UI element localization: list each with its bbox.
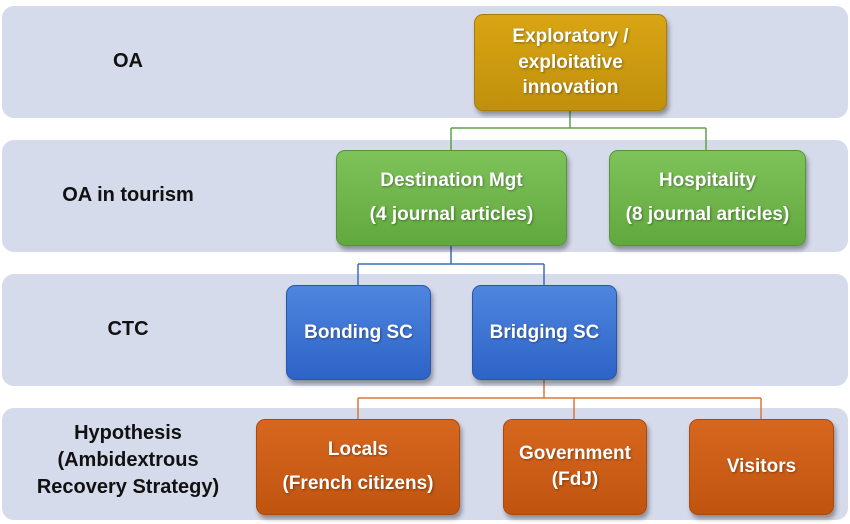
row-label-oa-tourism: OA in tourism (40, 182, 216, 209)
node-government-line2: (FdJ) (551, 469, 599, 490)
node-innovation-line1: Exploratory / (512, 26, 629, 48)
row-band-oa (2, 6, 848, 118)
node-visitors-line1: Visitors (726, 456, 797, 478)
node-bonding-line1: Bonding SC (304, 321, 413, 343)
node-innovation: Exploratory / exploitative innovation (474, 14, 667, 111)
node-locals-line2: (French citizens) (282, 473, 434, 494)
row-label-ctc: CTC (60, 316, 196, 343)
row-label-hypothesis-line2: (Ambidextrous (57, 449, 199, 471)
node-hospitality-line1: Hospitality (658, 170, 757, 192)
node-innovation-line3: innovation (522, 77, 619, 99)
row-label-oa: OA (60, 48, 196, 75)
row-label-oa-text: OA (113, 50, 143, 72)
node-hospitality-line2: (8 journal articles) (625, 204, 790, 225)
node-destination-line2: (4 journal articles) (369, 204, 534, 225)
node-locals-line1: Locals (327, 439, 389, 461)
node-innovation-line2: exploitative (518, 51, 623, 73)
node-bridging-sc: Bridging SC (472, 285, 617, 380)
row-label-oa-tourism-text: OA in tourism (62, 184, 194, 206)
row-label-hypothesis-line1: Hypothesis (74, 422, 182, 444)
node-locals: Locals (French citizens) (256, 419, 460, 515)
node-hospitality: Hospitality (8 journal articles) (609, 150, 806, 246)
node-destination-mgt: Destination Mgt (4 journal articles) (336, 150, 567, 246)
node-government-line1: Government (519, 443, 631, 465)
node-bridging-line1: Bridging SC (489, 321, 600, 343)
node-government: Government (FdJ) (503, 419, 647, 515)
node-destination-line1: Destination Mgt (380, 170, 523, 192)
row-label-ctc-text: CTC (107, 318, 149, 340)
node-visitors: Visitors (689, 419, 834, 515)
row-label-hypothesis: Hypothesis (Ambidextrous Recovery Strate… (10, 420, 246, 501)
row-label-hypothesis-line3: Recovery Strategy) (36, 476, 220, 498)
node-bonding-sc: Bonding SC (286, 285, 431, 380)
